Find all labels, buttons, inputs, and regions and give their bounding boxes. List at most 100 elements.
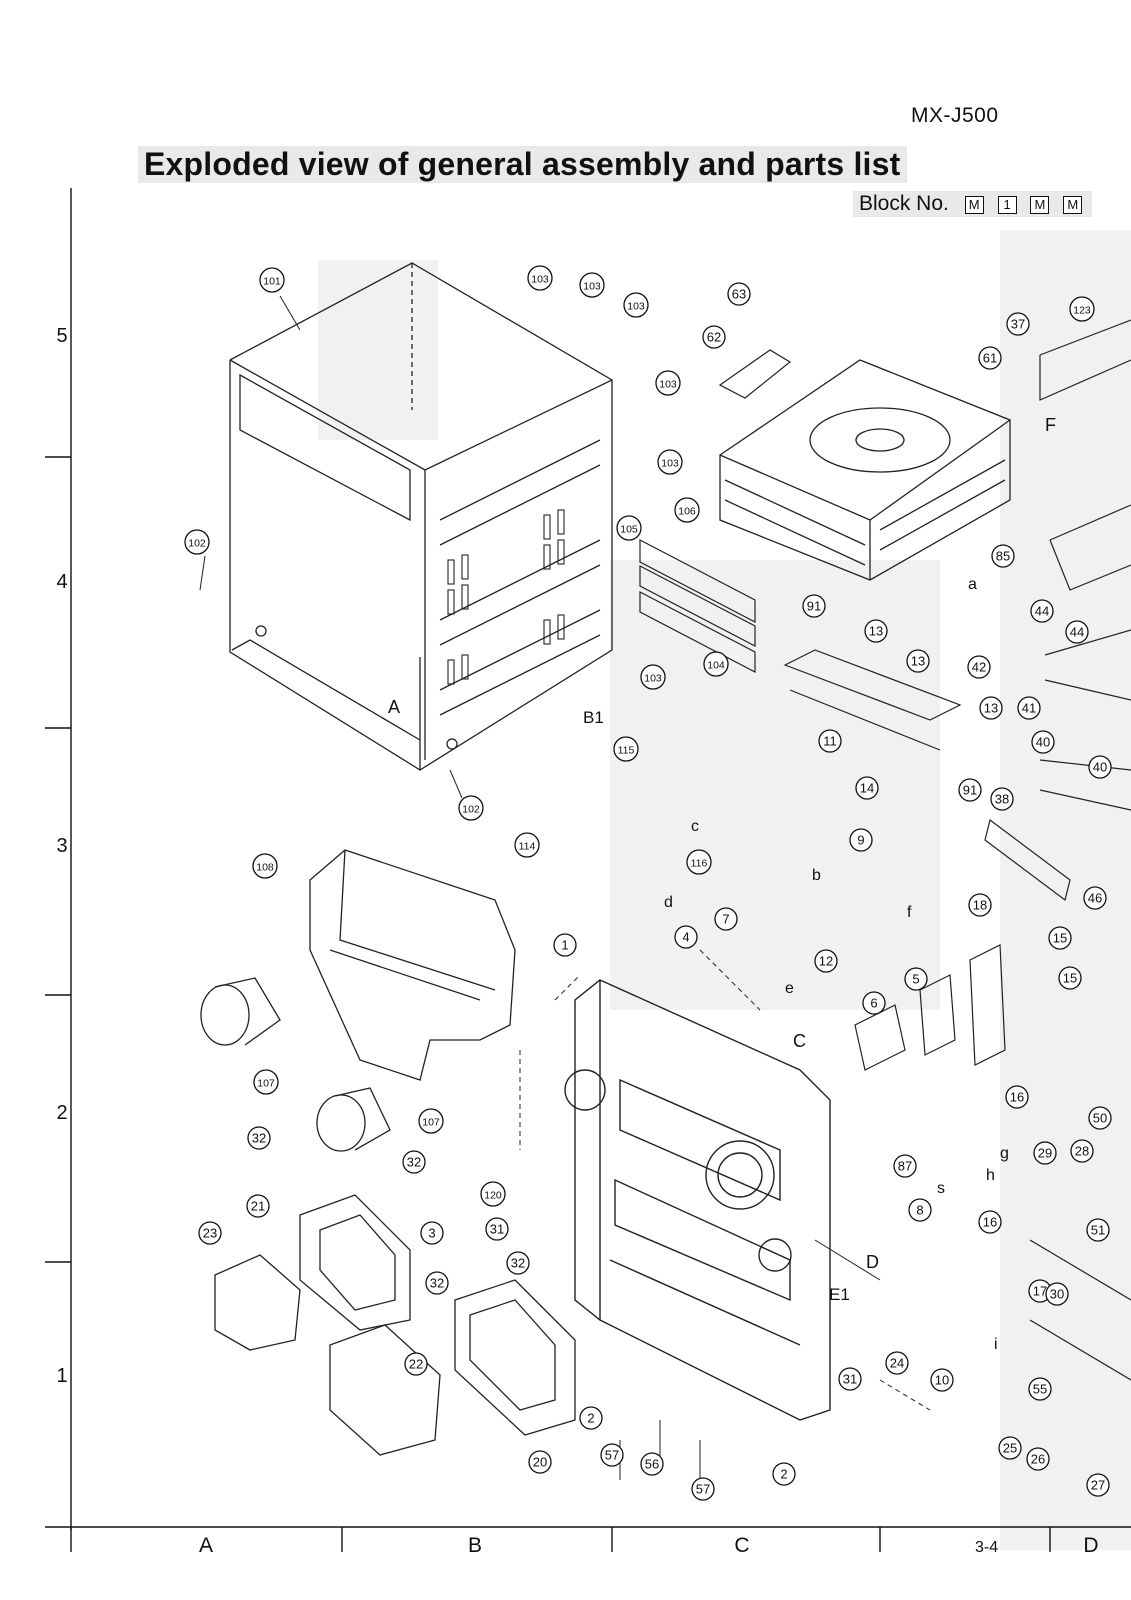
- front-sub-panel-part: [309, 849, 516, 1081]
- svg-text:5: 5: [912, 972, 919, 987]
- svg-text:7: 7: [722, 912, 729, 927]
- reference-letter: h: [986, 1167, 995, 1184]
- tray-part: [214, 1194, 576, 1456]
- svg-text:41: 41: [1022, 701, 1036, 716]
- part-callout-44: 44: [1030, 599, 1054, 623]
- svg-text:37: 37: [1011, 317, 1025, 332]
- svg-text:40: 40: [1036, 735, 1050, 750]
- svg-text:101: 101: [263, 276, 281, 288]
- svg-text:62: 62: [707, 330, 721, 345]
- svg-text:123: 123: [1073, 305, 1091, 317]
- top-cabinet-part: [229, 262, 613, 772]
- right-side-assemblies: [854, 319, 1131, 1381]
- part-callout-7: 7: [714, 907, 738, 931]
- part-callout-38: 38: [990, 787, 1014, 811]
- block-code-box: M: [1063, 196, 1083, 214]
- part-callout-85: 85: [991, 544, 1015, 568]
- part-callout-32: 32: [247, 1126, 271, 1150]
- svg-text:32: 32: [430, 1276, 444, 1291]
- svg-text:120: 120: [484, 1190, 502, 1202]
- part-callout-31: 31: [838, 1367, 862, 1391]
- part-callout-16: 16: [978, 1210, 1002, 1234]
- part-callout-57: 57: [691, 1477, 715, 1501]
- part-callout-23: 23: [198, 1221, 222, 1245]
- grid-row-label: 5: [56, 325, 68, 347]
- grid-frame: [45, 188, 1131, 1552]
- part-callout-44: 44: [1065, 620, 1089, 644]
- svg-text:91: 91: [807, 599, 821, 614]
- part-callout-40: 40: [1088, 755, 1112, 779]
- part-callout-102: 102: [184, 529, 210, 555]
- part-callout-29: 29: [1033, 1141, 1057, 1165]
- reference-letter: e: [785, 980, 794, 997]
- svg-text:91: 91: [963, 783, 977, 798]
- front-panel-part: [564, 979, 831, 1421]
- reference-letter: d: [664, 894, 673, 911]
- svg-text:15: 15: [1063, 971, 1077, 986]
- block-code-boxes: M 1 M M: [961, 191, 1087, 217]
- part-callout-114: 114: [514, 832, 540, 858]
- svg-text:1: 1: [561, 938, 568, 953]
- svg-text:23: 23: [203, 1226, 217, 1241]
- part-callout-91: 91: [958, 778, 982, 802]
- part-callout-5: 5: [904, 967, 928, 991]
- knob-part: [200, 977, 391, 1152]
- part-callout-21: 21: [246, 1194, 270, 1218]
- part-callout-37: 37: [1006, 312, 1030, 336]
- svg-text:6: 6: [870, 996, 877, 1011]
- part-callout-22: 22: [404, 1352, 428, 1376]
- part-callout-51: 51: [1086, 1218, 1110, 1242]
- part-callout-30: 30: [1045, 1282, 1069, 1306]
- svg-text:107: 107: [422, 1117, 440, 1129]
- part-callout-20: 20: [528, 1450, 552, 1474]
- part-callout-57: 57: [600, 1443, 624, 1467]
- svg-text:44: 44: [1035, 604, 1049, 619]
- part-callout-104: 104: [703, 651, 729, 677]
- part-callout-46: 46: [1083, 886, 1107, 910]
- svg-text:57: 57: [696, 1482, 710, 1497]
- reference-letter: A: [388, 697, 400, 717]
- svg-text:4: 4: [682, 930, 689, 945]
- side-rail-part: [639, 539, 756, 673]
- part-callout-62: 62: [702, 325, 726, 349]
- part-callout-2: 2: [579, 1406, 603, 1430]
- svg-text:26: 26: [1031, 1452, 1045, 1467]
- svg-text:16: 16: [983, 1215, 997, 1230]
- part-callout-101: 101: [259, 267, 285, 293]
- part-callout-10: 10: [930, 1368, 954, 1392]
- part-callout-4: 4: [674, 925, 698, 949]
- svg-text:32: 32: [511, 1256, 525, 1271]
- svg-text:21: 21: [251, 1199, 265, 1214]
- reference-letter: i: [994, 1336, 998, 1353]
- svg-text:102: 102: [188, 538, 206, 550]
- part-callout-87: 87: [893, 1154, 917, 1178]
- svg-text:42: 42: [972, 660, 986, 675]
- part-callout-3: 3: [420, 1221, 444, 1245]
- block-number-label: Block No.: [859, 192, 949, 215]
- part-callout-123: 123: [1069, 296, 1095, 322]
- grid-column-label: B: [467, 1534, 482, 1557]
- svg-text:55: 55: [1033, 1382, 1047, 1397]
- page-number: 3-4: [975, 1539, 999, 1556]
- reference-letter: c: [691, 818, 699, 835]
- part-callout-91: 91: [802, 594, 826, 618]
- svg-text:15: 15: [1053, 931, 1067, 946]
- grid-row-label: 4: [56, 571, 68, 593]
- part-callout-103: 103: [579, 272, 605, 298]
- part-callout-105: 105: [616, 515, 642, 541]
- part-callout-15: 15: [1048, 926, 1072, 950]
- reference-letter: b: [812, 867, 821, 884]
- part-callout-107: 107: [418, 1108, 444, 1134]
- svg-text:103: 103: [659, 379, 677, 391]
- background-parts-list-shading: [318, 260, 438, 440]
- cd-mechanism-part: [719, 359, 1011, 581]
- svg-text:18: 18: [973, 898, 987, 913]
- page-title: Exploded view of general assembly and pa…: [138, 146, 907, 183]
- reference-letter: a: [968, 576, 977, 593]
- part-callout-103: 103: [655, 370, 681, 396]
- svg-text:114: 114: [519, 841, 536, 853]
- svg-text:2: 2: [780, 1467, 787, 1482]
- part-callout-31: 31: [485, 1217, 509, 1241]
